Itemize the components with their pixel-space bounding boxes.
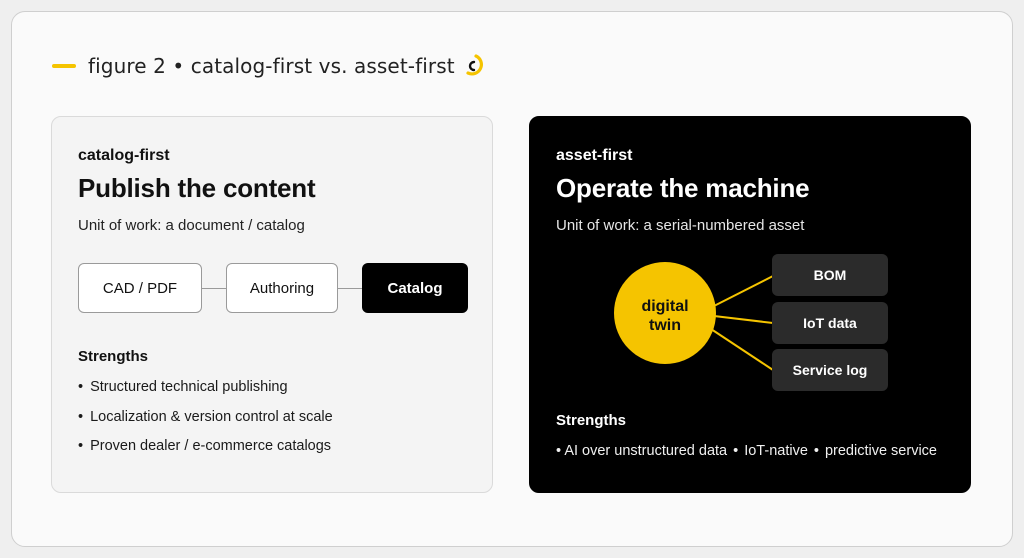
catalog-first-headline: Publish the content <box>78 173 316 203</box>
logo-icon <box>466 54 483 76</box>
pipeline-box-catalog: Catalog <box>362 263 468 313</box>
bullet: • <box>556 443 562 459</box>
list-item: AI over unstructured data <box>564 443 728 459</box>
figure-header: figure 2 • catalog-first vs. asset-first <box>52 50 485 82</box>
catalog-first-unit: Unit of work: a document / catalog <box>78 217 305 234</box>
list-item: predictive service <box>824 443 937 459</box>
asset-first-eyebrow: asset-first <box>556 147 633 164</box>
bullet: • <box>733 443 739 459</box>
node-service-log: Service log <box>772 349 888 391</box>
asset-first-strengths-title: Strengths <box>556 412 627 429</box>
pipeline-connector <box>338 288 362 289</box>
catalog-first-strengths-title: Strengths <box>78 348 149 365</box>
twin-connector-bom <box>709 275 774 309</box>
twin-label-line-1: digital <box>641 298 688 315</box>
asset-first-strengths-list: • AI over unstructured data•IoT-native•p… <box>556 443 937 459</box>
asset-first-headline: Operate the machine <box>556 173 810 203</box>
twin-connector-iot <box>713 315 774 324</box>
pipeline-box-cad-pdf: CAD / PDF <box>78 263 202 313</box>
node-bom: BOM <box>772 254 888 296</box>
figure-title: figure 2 • catalog-first vs. asset-first <box>88 54 455 78</box>
accent-dash <box>52 64 76 68</box>
catalog-first-eyebrow: catalog-first <box>78 147 170 164</box>
bullet: • <box>813 443 819 459</box>
node-iot-data: IoT data <box>772 302 888 344</box>
pipeline-box-authoring: Authoring <box>226 263 338 313</box>
digital-twin-diagram: digital twin <box>614 262 774 371</box>
twin-connector-service-log <box>707 326 774 371</box>
list-item: Structured technical publishing <box>78 376 333 406</box>
twin-label-line-2: twin <box>649 317 681 334</box>
list-item: Localization & version control at scale <box>78 406 333 436</box>
catalog-first-panel: catalog-first Publish the content Unit o… <box>51 116 493 493</box>
asset-first-panel: asset-first Operate the machine Unit of … <box>529 116 971 493</box>
catalog-first-strengths-list: Structured technical publishing Localiza… <box>78 376 333 465</box>
list-item: Proven dealer / e-commerce catalogs <box>78 435 333 465</box>
pipeline-connector <box>202 288 226 289</box>
asset-first-unit: Unit of work: a serial-numbered asset <box>556 217 805 234</box>
digital-twin-circle <box>614 262 716 364</box>
list-item: IoT-native <box>744 443 808 459</box>
